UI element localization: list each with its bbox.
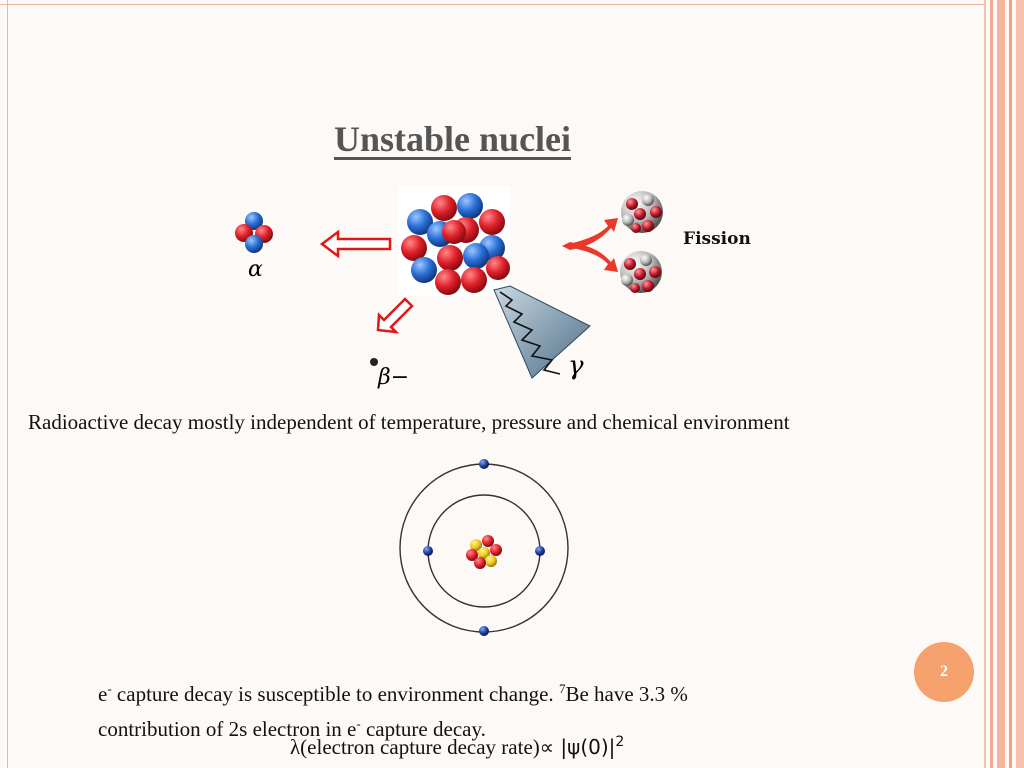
formula-exponent: 2 — [615, 734, 625, 750]
electron-icon — [423, 546, 433, 556]
isotope-superscript: 7 — [558, 681, 566, 696]
slide-frame-left — [7, 0, 8, 768]
text-fragment: e — [98, 682, 108, 706]
electron-icon — [535, 546, 545, 556]
decorative-stripe — [984, 0, 986, 768]
decorative-stripe — [1016, 0, 1024, 768]
electron-dot-icon — [370, 358, 378, 366]
gamma-ray-icon — [493, 285, 591, 379]
nucleus-icon — [398, 186, 510, 296]
formula-lhs: λ(electron capture decay rate) — [290, 735, 540, 759]
text-fragment: capture decay is susceptible to environm… — [111, 682, 559, 706]
alpha-symbol: α — [248, 257, 263, 282]
body-line-1: e- capture decay is susceptible to envir… — [98, 674, 688, 709]
body-line-2: contribution of 2s electron in e- captur… — [98, 709, 688, 744]
electron-capture-text: e- capture decay is susceptible to envir… — [98, 674, 688, 744]
alpha-particle-icon — [235, 212, 273, 253]
superscript: - — [107, 681, 112, 696]
atom-shell-diagram — [399, 459, 569, 636]
fission-fragment-icon — [621, 191, 663, 233]
page-number-badge: 2 — [914, 642, 974, 702]
decorative-stripe — [997, 0, 1005, 768]
decorative-stripe — [990, 0, 993, 768]
beta-symbol: β− — [377, 365, 409, 390]
slide-title: Unstable nuclei — [334, 119, 572, 159]
decay-rate-formula: λ(electron capture decay rate)∝ |ψ(0)|2 — [290, 734, 624, 760]
superscript: - — [356, 716, 361, 731]
alpha-arrow-icon — [319, 229, 392, 259]
beta-arrow-icon — [376, 297, 414, 334]
fission-label: Fission — [683, 229, 751, 249]
electron-icon — [479, 626, 489, 636]
text-fragment: capture decay. — [360, 717, 486, 741]
text-fragment: Be have 3.3 % — [565, 682, 688, 706]
electron-icon — [479, 459, 489, 469]
nucleus-icon — [466, 535, 502, 569]
slide-frame-top — [0, 4, 985, 5]
fission-arrow-icon — [562, 218, 618, 272]
fission-fragment-icon — [620, 251, 662, 293]
gamma-symbol: γ — [568, 351, 584, 381]
decay-statement: Radioactive decay mostly independent of … — [28, 410, 790, 434]
nuclear-decay-illustration: α — [235, 186, 663, 390]
text-fragment: contribution of 2s electron in e — [98, 717, 357, 741]
decorative-stripe — [1009, 0, 1012, 768]
formula-relation: ∝ |ψ(0)| — [539, 735, 616, 759]
